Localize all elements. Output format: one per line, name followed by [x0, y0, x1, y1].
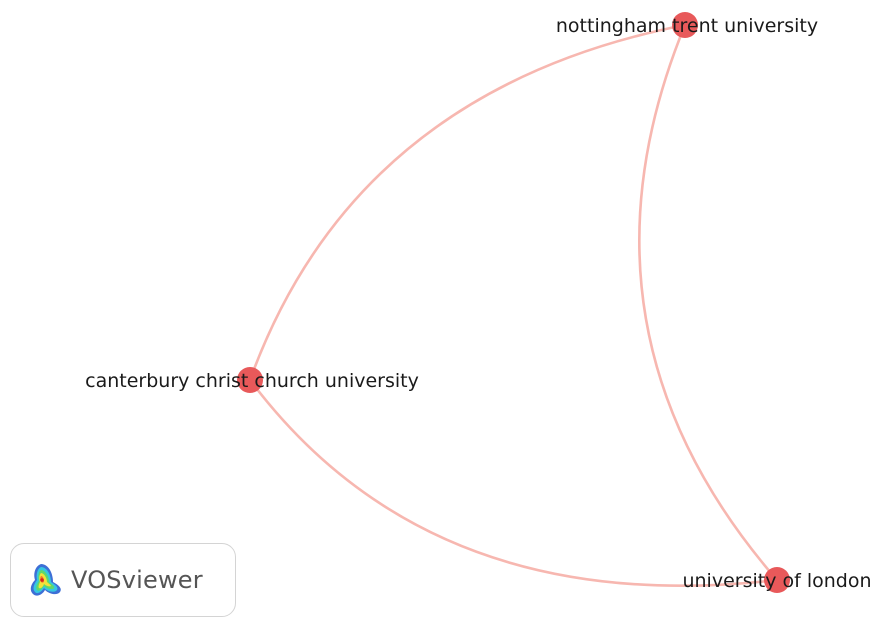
edge-layer [248, 23, 779, 587]
node-circle[interactable] [237, 367, 263, 393]
vosviewer-wordmark: VOSviewer [71, 566, 203, 594]
link-ntu-uol [638, 23, 779, 582]
node-layer: nottingham trent university canterbury c… [85, 12, 872, 593]
node-circle[interactable] [764, 567, 790, 593]
node-label: canterbury christ church university [85, 370, 419, 392]
node-circle[interactable] [672, 12, 698, 38]
link-cccu-uol [248, 378, 779, 587]
node-label: nottingham trent university [556, 15, 818, 37]
link-ntu-cccu [248, 23, 687, 382]
node-label: university of london [682, 570, 871, 592]
node-canterbury-christ-church-university[interactable]: canterbury christ church university [85, 367, 419, 393]
node-nottingham-trent-university[interactable]: nottingham trent university [556, 12, 818, 38]
vosviewer-heatmap-logo-icon [30, 564, 61, 596]
node-university-of-london[interactable]: university of london [682, 567, 872, 593]
vosviewer-badge: VOSviewer [10, 543, 236, 617]
